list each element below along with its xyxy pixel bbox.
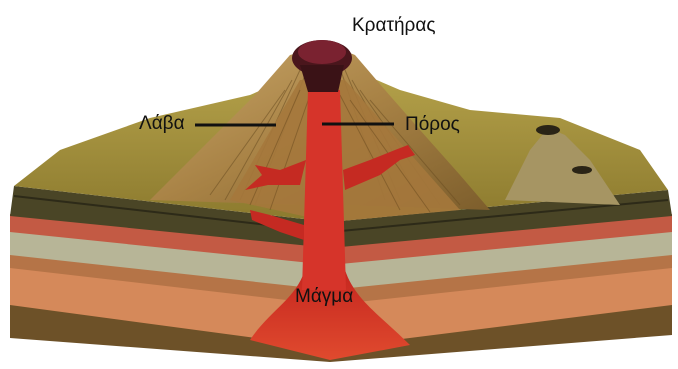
conduit xyxy=(302,90,346,290)
magma-label: Μάγμα xyxy=(295,287,353,306)
secondary-crater-2 xyxy=(572,166,592,174)
secondary-crater-1 xyxy=(536,125,560,135)
crater-label: Κρατήρας xyxy=(352,16,436,35)
lava-label: Λάβα xyxy=(139,114,185,133)
conduit-label: Πόρος xyxy=(405,115,460,134)
